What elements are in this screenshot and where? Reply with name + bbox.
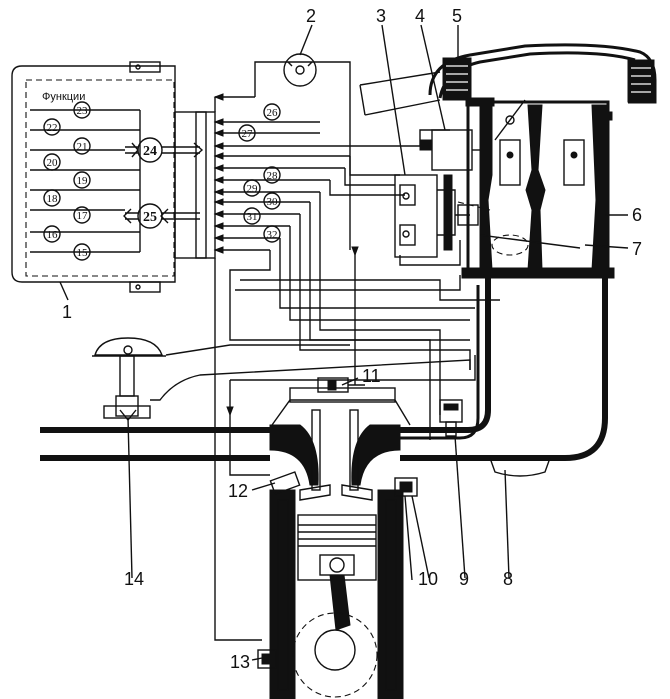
function-19: 19 <box>73 171 91 189</box>
function-30: 30 <box>263 192 281 210</box>
function-23: 23 <box>73 101 91 119</box>
callout-12: 12 <box>228 481 248 501</box>
callout-13: 13 <box>230 652 250 672</box>
svg-text:20: 20 <box>47 157 59 169</box>
function-15: 15 <box>73 243 91 261</box>
callout-9: 9 <box>459 569 469 589</box>
svg-text:19: 19 <box>77 175 89 187</box>
function-20: 20 <box>43 153 61 171</box>
callout-3: 3 <box>376 6 386 26</box>
svg-text:17: 17 <box>77 210 89 222</box>
pipes <box>40 278 608 461</box>
svg-text:30: 30 <box>267 196 279 208</box>
function-28: 28 <box>263 166 281 184</box>
svg-text:26: 26 <box>267 107 279 119</box>
function-16: 16 <box>43 225 61 243</box>
actuator-4 <box>419 129 480 171</box>
function-24: 24 <box>137 137 163 163</box>
air-filter <box>359 43 657 116</box>
sensor-9 <box>439 399 463 437</box>
svg-text:23: 23 <box>77 105 89 117</box>
sensor-10 <box>394 477 418 581</box>
svg-text:32: 32 <box>267 229 278 241</box>
leader-lines <box>59 24 629 661</box>
egr-valve-14 <box>92 337 471 422</box>
signal-lines: 26 27 28 29 30 31 32 <box>213 61 500 641</box>
callout-14: 14 <box>124 569 144 589</box>
svg-text:28: 28 <box>267 170 279 182</box>
function-29: 29 <box>243 179 261 197</box>
svg-text:27: 27 <box>242 128 254 140</box>
injector-12 <box>269 471 301 495</box>
function-17: 17 <box>73 206 91 224</box>
callout-4: 4 <box>415 6 425 26</box>
function-25: 25 <box>137 203 163 229</box>
function-31: 31 <box>243 207 261 225</box>
svg-text:25: 25 <box>143 210 157 225</box>
svg-text:21: 21 <box>77 141 88 153</box>
callout-6: 6 <box>632 205 642 225</box>
svg-text:29: 29 <box>247 183 259 195</box>
ecu-title: Функции <box>42 91 85 103</box>
control-unit: Функции 23 22 21 20 19 18 17 16 15 24 25 <box>11 61 216 293</box>
callout-8: 8 <box>503 569 513 589</box>
callout-2: 2 <box>306 6 316 26</box>
function-18: 18 <box>43 189 61 207</box>
callout-5: 5 <box>452 6 462 26</box>
function-32: 32 <box>263 225 281 243</box>
function-26: 26 <box>263 103 281 121</box>
svg-text:31: 31 <box>247 211 258 223</box>
throttle-body <box>457 97 615 279</box>
callout-10: 10 <box>418 569 438 589</box>
svg-text:16: 16 <box>47 229 59 241</box>
component-8 <box>489 457 551 477</box>
valve-3 <box>394 174 479 266</box>
function-27: 27 <box>238 124 256 142</box>
callouts: 2 3 4 5 6 7 1 11 12 14 10 9 8 13 <box>62 6 642 672</box>
svg-text:15: 15 <box>77 247 89 259</box>
callout-7: 7 <box>632 239 642 259</box>
svg-text:22: 22 <box>47 122 58 134</box>
sensor-11 <box>317 377 365 393</box>
engine-cylinder <box>269 387 411 699</box>
callout-1: 1 <box>62 302 72 322</box>
function-21: 21 <box>73 137 91 155</box>
svg-text:18: 18 <box>47 193 59 205</box>
callout-11: 11 <box>362 366 381 386</box>
svg-text:24: 24 <box>143 144 157 159</box>
function-22: 22 <box>43 118 61 136</box>
sensor-2 <box>283 53 317 87</box>
